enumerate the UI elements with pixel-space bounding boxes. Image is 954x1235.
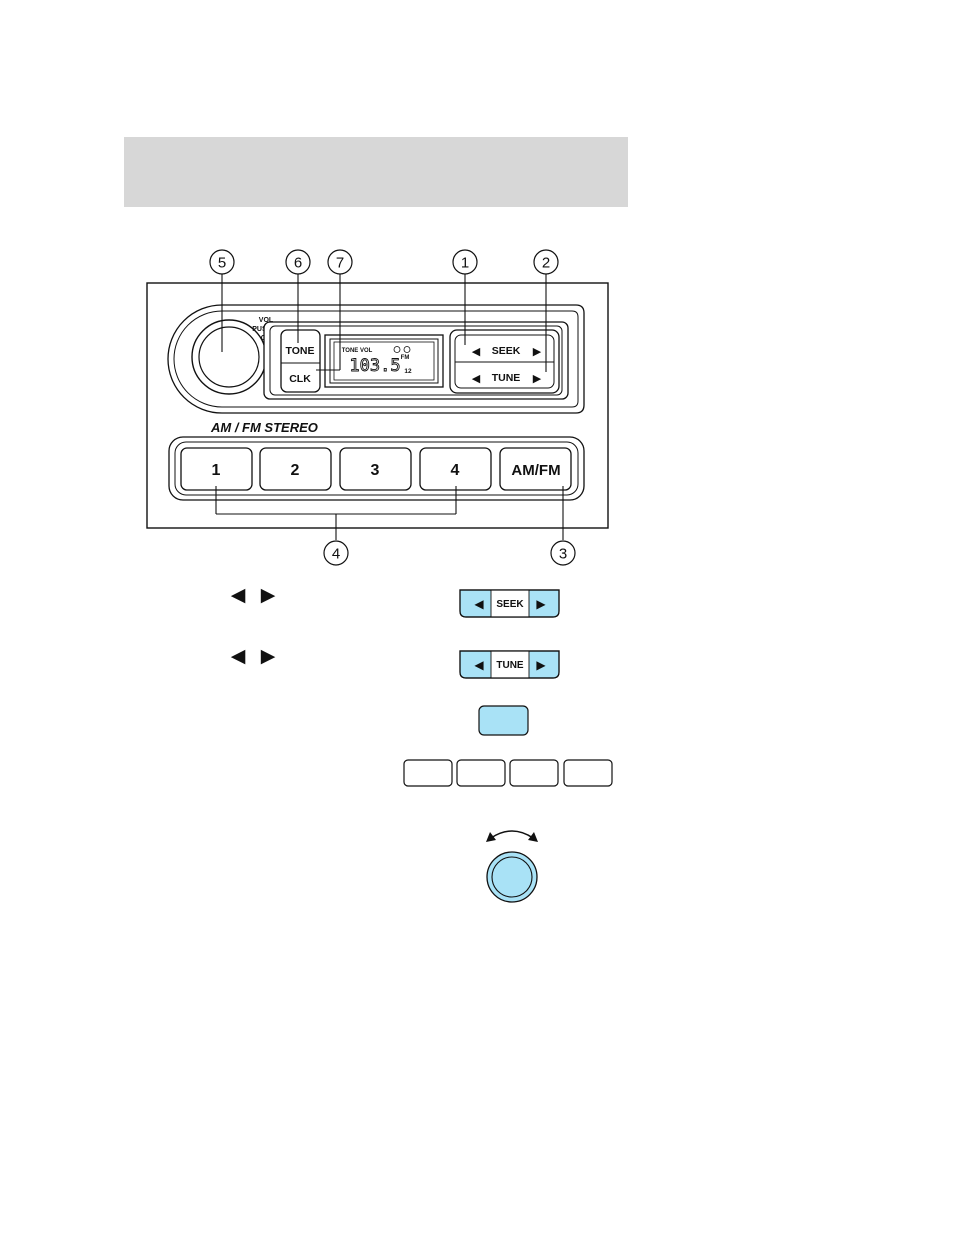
- arrow-left-icon: ◀: [231, 646, 246, 667]
- legend-knob: [487, 852, 537, 902]
- preset-label-3: 3: [371, 462, 380, 479]
- callout-4: 4: [324, 541, 348, 565]
- arrow-left-icon: ◀: [474, 597, 484, 611]
- arrow-left-icon: ◀: [231, 585, 246, 606]
- callout-2: 2: [534, 250, 558, 274]
- clk-button[interactable]: CLK: [289, 373, 311, 385]
- arrow-right-icon: ▶: [261, 585, 276, 606]
- callout-3: 3: [551, 541, 575, 565]
- arrow-right-icon: ▶: [536, 597, 546, 611]
- arrow-right-icon: ▶: [261, 646, 276, 667]
- callout-7: 7: [328, 250, 352, 274]
- tone-button[interactable]: TONE: [286, 345, 315, 357]
- legend-preset-button: [510, 760, 558, 786]
- svg-text:2: 2: [542, 255, 550, 272]
- svg-text:3: 3: [559, 546, 567, 563]
- legend-tune-label: TUNE: [496, 660, 524, 671]
- arrow-right-icon: ▶: [536, 658, 546, 672]
- arrow-left-icon[interactable]: ◀: [472, 373, 481, 385]
- callout-6: 6: [286, 250, 310, 274]
- display-frequency: 103.5: [349, 356, 400, 376]
- legend-seek-label: SEEK: [496, 599, 524, 610]
- legend-amfm-button: [479, 706, 528, 735]
- legend-preset-button: [564, 760, 612, 786]
- arrow-left-icon[interactable]: ◀: [472, 346, 481, 358]
- svg-text:4: 4: [332, 546, 340, 563]
- arrow-left-icon: ◀: [474, 658, 484, 672]
- seek-label: SEEK: [492, 345, 521, 357]
- preset-label-2: 2: [291, 462, 300, 479]
- svg-text:6: 6: [294, 255, 302, 272]
- svg-text:7: 7: [336, 255, 344, 272]
- svg-text:1: 1: [461, 255, 469, 272]
- svg-text:5: 5: [218, 255, 226, 272]
- callout-5: 5: [210, 250, 234, 274]
- display-band: FM: [401, 355, 410, 361]
- arrow-right-icon[interactable]: ▶: [533, 346, 542, 358]
- legend-preset-button: [404, 760, 452, 786]
- rotate-arrow-icon: [486, 831, 538, 842]
- legend-preset-button: [457, 760, 505, 786]
- amfm-label: AM/FM: [511, 462, 560, 479]
- preset-label-4: 4: [451, 462, 460, 479]
- arrow-right-icon[interactable]: ▶: [533, 373, 542, 385]
- preset-label-1: 1: [212, 462, 221, 479]
- display-preset: 12: [404, 368, 412, 375]
- display-indicators: TONE VOL: [342, 348, 373, 354]
- model-name: AM / FM STEREO: [210, 420, 318, 435]
- callout-1: 1: [453, 250, 477, 274]
- tune-label: TUNE: [492, 372, 521, 384]
